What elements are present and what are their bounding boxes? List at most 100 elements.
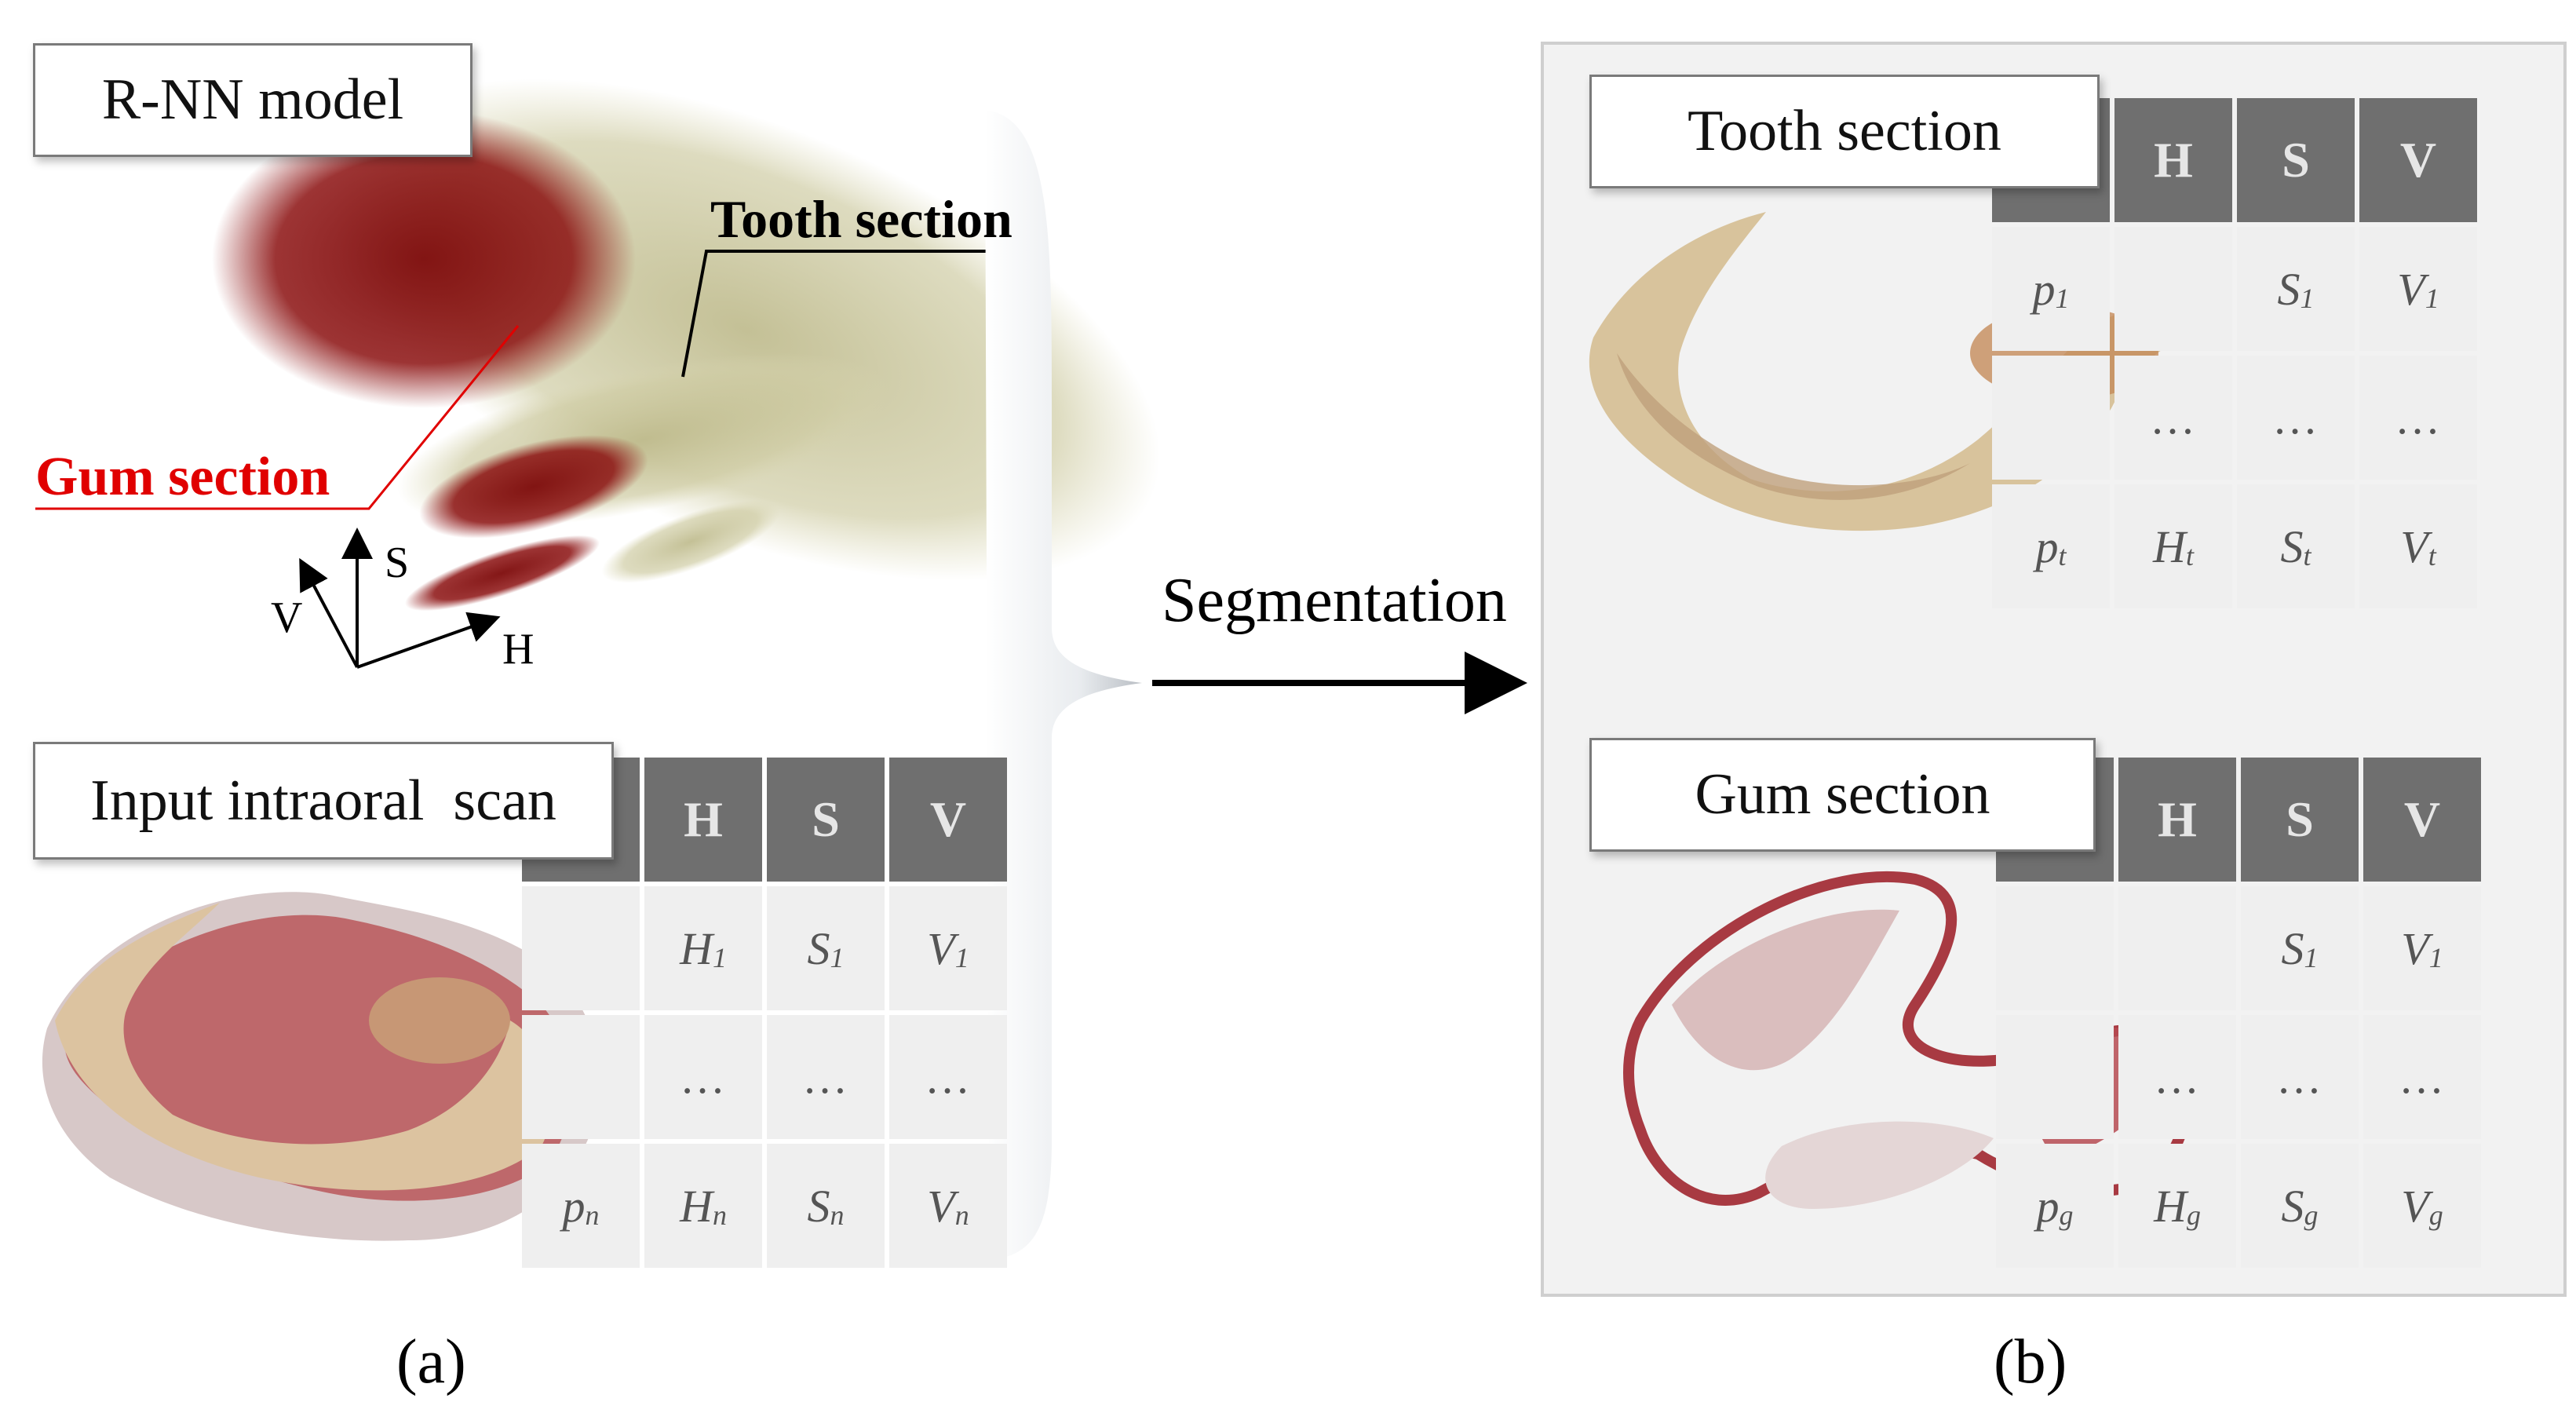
gum-leader-line [35, 325, 520, 510]
axis-label-v: V [271, 593, 303, 642]
cell-symbol: p [2036, 1180, 2060, 1232]
table-cell: … [2241, 1015, 2359, 1139]
cell-symbol: … [2279, 1051, 2320, 1103]
gum-section-annotation: Gum section [35, 447, 330, 507]
table-cell: … [767, 1015, 885, 1139]
cell-symbol: V [2400, 520, 2428, 572]
table-header-cell: H [2114, 98, 2232, 222]
table-cell: … [2114, 356, 2232, 480]
hsv-point-cloud [212, 79, 1161, 612]
caption-a: (a) [396, 1327, 466, 1397]
cell-symbol: S [2281, 922, 2304, 974]
table-header-cell: V [889, 758, 1007, 882]
gum-section-title-label: Gum section [1589, 738, 2096, 852]
table-cell [522, 1015, 640, 1139]
cell-symbol: … [2398, 392, 2439, 444]
table-header-cell: S [767, 758, 885, 882]
table-cell [1996, 886, 2114, 1010]
cell-subscript: 1 [2300, 282, 2315, 314]
table-cell: … [2359, 356, 2477, 480]
table-header-cell: S [2237, 98, 2355, 222]
cell-symbol: S [2281, 1180, 2304, 1232]
cell-subscript: g [2428, 1199, 2443, 1231]
cell-symbol: p [2035, 520, 2059, 572]
cell-symbol: S [807, 1180, 830, 1232]
cell-subscript: n [830, 1199, 845, 1231]
cell-symbol: S [2277, 263, 2301, 315]
cell-symbol: p [562, 1180, 586, 1232]
cell-symbol: … [2402, 1051, 2443, 1103]
cell-symbol: … [2275, 392, 2316, 444]
table-cell [2114, 227, 2232, 351]
cell-subscript: 1 [954, 941, 969, 973]
table-cell [1992, 356, 2110, 480]
cell-subscript: 1 [2425, 282, 2439, 314]
cell-symbol: V [927, 1180, 955, 1232]
cell-symbol: … [928, 1051, 969, 1103]
table-cell [2118, 886, 2236, 1010]
input-scan-label: Input intraoral scan [33, 742, 614, 860]
cell-subscript: t [2428, 539, 2436, 571]
cell-subscript: g [2059, 1199, 2074, 1231]
tooth-leader-line [681, 250, 1044, 378]
cell-symbol: p [2032, 263, 2056, 315]
cell-symbol: V [2401, 922, 2429, 974]
tooth-section-title-text: Tooth section [1688, 99, 2001, 163]
table-cell [1996, 1015, 2114, 1139]
tooth-section-annotation: Tooth section [710, 189, 1013, 249]
cell-subscript: t [2058, 539, 2067, 571]
cell-subscript: n [712, 1199, 727, 1231]
table-cell: … [2237, 356, 2355, 480]
segmentation-label: Segmentation [1162, 566, 1507, 635]
cell-subscript: 1 [830, 941, 845, 973]
table-header-cell: V [2359, 98, 2477, 222]
cell-symbol: S [2280, 520, 2304, 572]
table-header-cell: H [644, 758, 762, 882]
cell-subscript: g [2304, 1199, 2319, 1231]
cell-symbol: … [805, 1051, 846, 1103]
gum-section-title-text: Gum section [1695, 762, 1990, 827]
cell-subscript: g [2186, 1199, 2201, 1231]
table-cell: … [2363, 1015, 2481, 1139]
tooth-section-title-label: Tooth section [1589, 75, 2100, 188]
cell-subscript: 1 [712, 941, 727, 973]
table-header-cell: V [2363, 758, 2481, 882]
cell-subscript: 1 [2428, 941, 2443, 973]
rnn-model-label-text: R-NN model [101, 68, 404, 132]
brace-shape [985, 110, 1142, 1260]
cell-symbol: S [807, 922, 830, 974]
axis-label-h: H [502, 625, 535, 674]
cell-subscript: 1 [2304, 941, 2319, 973]
input-scan-image [42, 892, 601, 1241]
cell-symbol: V [2397, 263, 2425, 315]
cell-symbol: … [2157, 1051, 2198, 1103]
caption-b: (b) [1994, 1327, 2067, 1397]
table-cell: … [644, 1015, 762, 1139]
table-cell: … [2118, 1015, 2236, 1139]
cell-subscript: n [954, 1199, 969, 1231]
cell-symbol: H [2154, 1180, 2187, 1232]
table-cell [522, 886, 640, 1010]
hsv-axes [299, 528, 501, 669]
table-header-cell: H [2118, 758, 2236, 882]
cell-symbol: V [2401, 1180, 2429, 1232]
cell-subscript: 1 [2055, 282, 2070, 314]
cell-subscript: t [2185, 539, 2194, 571]
